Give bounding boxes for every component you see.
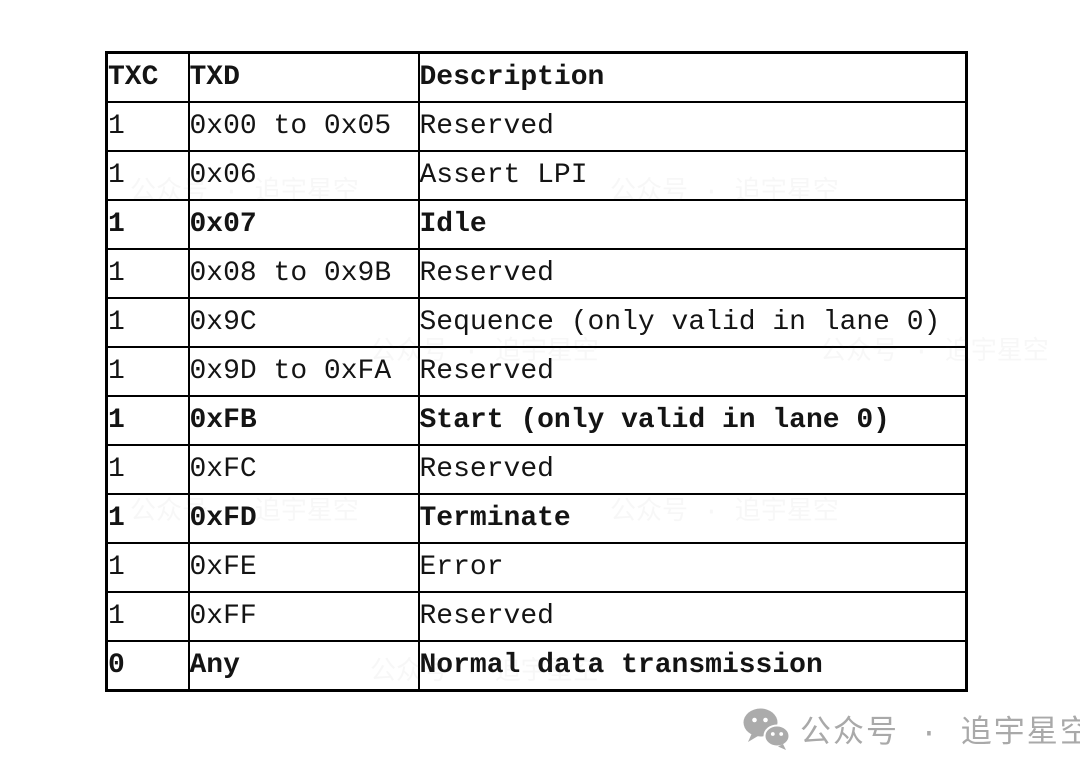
cell-description: Sequence (only valid in lane 0) [417,297,968,348]
cell-description: Reserved [417,101,968,152]
control-code-table: TXC TXD Description 1 0x00 to 0x05 Reser… [105,51,968,692]
table-row: 1 0x9D to 0xFA Reserved [105,346,968,397]
table-row: 1 0x9C Sequence (only valid in lane 0) [105,297,968,348]
cell-txc: 1 [105,591,190,642]
cell-txc: 1 [105,297,190,348]
table-row: 1 0x07 Idle [105,199,968,250]
table-row: 1 0xFB Start (only valid in lane 0) [105,395,968,446]
cell-description: Start (only valid in lane 0) [417,395,968,446]
cell-description: Reserved [417,591,968,642]
cell-txc: 1 [105,444,190,495]
wechat-watermark: 公众号 · 追宇星空 [742,706,1080,752]
cell-txc: 0 [105,640,190,692]
cell-txd: 0xFF [187,591,420,642]
cell-description: Reserved [417,346,968,397]
table-row: 1 0x08 to 0x9B Reserved [105,248,968,299]
cell-txc: 1 [105,346,190,397]
table-row: 0 Any Normal data transmission [105,640,968,692]
watermark-label: 公众号 · 追宇星空 [800,717,1080,752]
cell-txd: Any [187,640,420,692]
cell-description: Normal data transmission [417,640,968,692]
cell-description: Terminate [417,493,968,544]
cell-description: Assert LPI [417,150,968,201]
column-header-txd: TXD [187,51,420,103]
cell-txd: 0x07 [187,199,420,250]
cell-txd: 0xFE [187,542,420,593]
cell-txd: 0x06 [187,150,420,201]
cell-txc: 1 [105,542,190,593]
cell-txc: 1 [105,395,190,446]
cell-txc: 1 [105,101,190,152]
table-row: 1 0x00 to 0x05 Reserved [105,101,968,152]
table-row: 1 0xFC Reserved [105,444,968,495]
cell-description: Reserved [417,444,968,495]
cell-txd: 0xFD [187,493,420,544]
table-header-row: TXC TXD Description [105,51,968,103]
cell-txc: 1 [105,199,190,250]
cell-txd: 0xFB [187,395,420,446]
cell-txd: 0x9C [187,297,420,348]
cell-txd: 0x00 to 0x05 [187,101,420,152]
table-row: 1 0xFE Error [105,542,968,593]
cell-txc: 1 [105,150,190,201]
cell-description: Reserved [417,248,968,299]
cell-txd: 0xFC [187,444,420,495]
cell-description: Idle [417,199,968,250]
table-row: 1 0x06 Assert LPI [105,150,968,201]
cell-txc: 1 [105,248,190,299]
cell-description: Error [417,542,968,593]
table-row: 1 0xFD Terminate [105,493,968,544]
column-header-txc: TXC [105,51,190,103]
cell-txd: 0x08 to 0x9B [187,248,420,299]
wechat-icon [743,708,790,750]
table-row: 1 0xFF Reserved [105,591,968,642]
cell-txd: 0x9D to 0xFA [187,346,420,397]
cell-txc: 1 [105,493,190,544]
column-header-description: Description [417,51,968,103]
